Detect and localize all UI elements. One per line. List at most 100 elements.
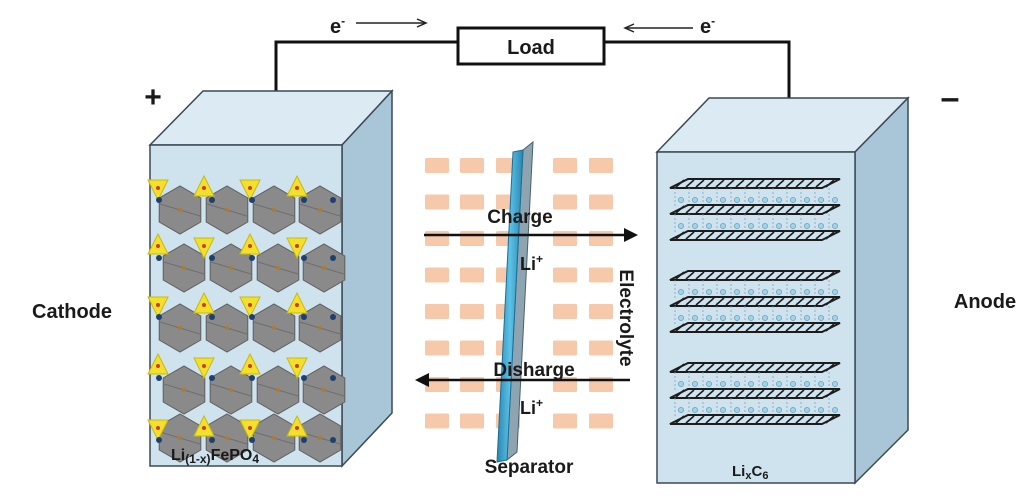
lithium-atom bbox=[301, 437, 307, 443]
intercalated-lithium bbox=[818, 407, 824, 413]
lithium-atom bbox=[249, 197, 255, 203]
intercalated-lithium bbox=[762, 289, 768, 295]
intercalated-lithium bbox=[720, 407, 726, 413]
lithium-atom bbox=[209, 375, 215, 381]
intercalated-lithium bbox=[790, 289, 796, 295]
lithium-atom bbox=[330, 437, 336, 443]
electrolyte-particle bbox=[553, 340, 577, 356]
intercalated-lithium bbox=[832, 223, 838, 229]
intercalated-lithium bbox=[720, 289, 726, 295]
intercalated-lithium bbox=[790, 223, 796, 229]
lithium-atom bbox=[156, 197, 162, 203]
intercalated-lithium bbox=[734, 223, 740, 229]
phosphorus-atom bbox=[202, 426, 206, 430]
electrolyte-particle bbox=[425, 267, 449, 283]
intercalated-lithium bbox=[776, 197, 782, 203]
electrolyte-particle bbox=[425, 231, 449, 246]
lithium-ion-top: Li+ bbox=[520, 252, 543, 274]
electron-flow-arrow-right bbox=[356, 18, 428, 28]
intercalated-lithium bbox=[804, 407, 810, 413]
phosphorus-atom bbox=[156, 244, 160, 248]
intercalated-lithium bbox=[804, 197, 810, 203]
phosphorus-atom bbox=[295, 303, 299, 307]
phosphorus-atom bbox=[248, 426, 252, 430]
separator-label: Separator bbox=[485, 457, 574, 478]
circuit-wire-right bbox=[604, 40, 791, 115]
intercalated-lithium bbox=[706, 197, 712, 203]
intercalated-lithium bbox=[692, 223, 698, 229]
iron-atom bbox=[276, 388, 280, 392]
intercalated-lithium bbox=[678, 289, 684, 295]
iron-atom bbox=[229, 388, 233, 392]
electrolyte-particle bbox=[460, 304, 484, 319]
intercalated-lithium bbox=[692, 407, 698, 413]
electrolyte-particle bbox=[553, 267, 577, 283]
intercalated-lithium bbox=[706, 407, 712, 413]
intercalated-lithium bbox=[734, 407, 740, 413]
phosphorus-atom bbox=[202, 186, 206, 190]
intercalated-lithium bbox=[818, 315, 824, 321]
intercalated-lithium bbox=[678, 223, 684, 229]
electrolyte-particle bbox=[589, 158, 613, 173]
intercalated-lithium bbox=[692, 197, 698, 203]
cathode-side-label: Cathode bbox=[32, 301, 112, 323]
iron-atom bbox=[322, 388, 326, 392]
lithium-atom bbox=[301, 375, 307, 381]
electrolyte-particle bbox=[589, 194, 613, 210]
phosphorus-atom bbox=[156, 426, 160, 430]
lithium-atom bbox=[209, 197, 215, 203]
intercalated-lithium bbox=[692, 381, 698, 387]
iron-atom bbox=[182, 266, 186, 270]
intercalated-lithium bbox=[804, 381, 810, 387]
intercalated-lithium bbox=[818, 289, 824, 295]
iron-atom bbox=[225, 208, 229, 212]
intercalated-lithium bbox=[762, 223, 768, 229]
intercalated-lithium bbox=[692, 289, 698, 295]
intercalated-lithium bbox=[832, 407, 838, 413]
intercalated-lithium bbox=[678, 315, 684, 321]
load-label: Load bbox=[507, 37, 555, 59]
intercalated-lithium bbox=[720, 381, 726, 387]
iron-atom bbox=[272, 208, 276, 212]
lithium-atom bbox=[249, 437, 255, 443]
phosphorus-atom bbox=[202, 244, 206, 248]
intercalated-lithium bbox=[776, 289, 782, 295]
intercalated-lithium bbox=[776, 407, 782, 413]
phosphorus-atom bbox=[156, 364, 160, 368]
phosphorus-atom bbox=[248, 186, 252, 190]
intercalated-lithium bbox=[818, 197, 824, 203]
lithium-atom bbox=[301, 197, 307, 203]
intercalated-lithium bbox=[762, 315, 768, 321]
electrolyte-particle bbox=[553, 194, 577, 210]
intercalated-lithium bbox=[804, 223, 810, 229]
intercalated-lithium bbox=[832, 315, 838, 321]
electrolyte-particle bbox=[425, 158, 449, 173]
electrolyte-particle bbox=[589, 304, 613, 319]
load-box bbox=[456, 26, 606, 66]
iron-atom bbox=[272, 326, 276, 330]
intercalated-lithium bbox=[692, 315, 698, 321]
phosphorus-atom bbox=[248, 244, 252, 248]
iron-atom bbox=[182, 388, 186, 392]
intercalated-lithium bbox=[818, 381, 824, 387]
intercalated-lithium bbox=[776, 223, 782, 229]
iron-atom bbox=[322, 266, 326, 270]
iron-atom bbox=[276, 266, 280, 270]
electron-left-label: e- bbox=[330, 14, 345, 38]
intercalated-lithium bbox=[720, 197, 726, 203]
iron-atom bbox=[178, 436, 182, 440]
lithium-atom bbox=[249, 255, 255, 261]
electrolyte-particle bbox=[589, 231, 613, 246]
intercalated-lithium bbox=[790, 197, 796, 203]
intercalated-lithium bbox=[832, 197, 838, 203]
electrolyte-particle bbox=[589, 413, 613, 429]
iron-atom bbox=[272, 436, 276, 440]
iron-atom bbox=[229, 266, 233, 270]
lithium-atom bbox=[249, 375, 255, 381]
discharge-label: Disharge bbox=[493, 360, 574, 381]
iron-atom bbox=[225, 436, 229, 440]
iron-atom bbox=[318, 326, 322, 330]
iron-atom bbox=[225, 326, 229, 330]
phosphorus-atom bbox=[202, 303, 206, 307]
